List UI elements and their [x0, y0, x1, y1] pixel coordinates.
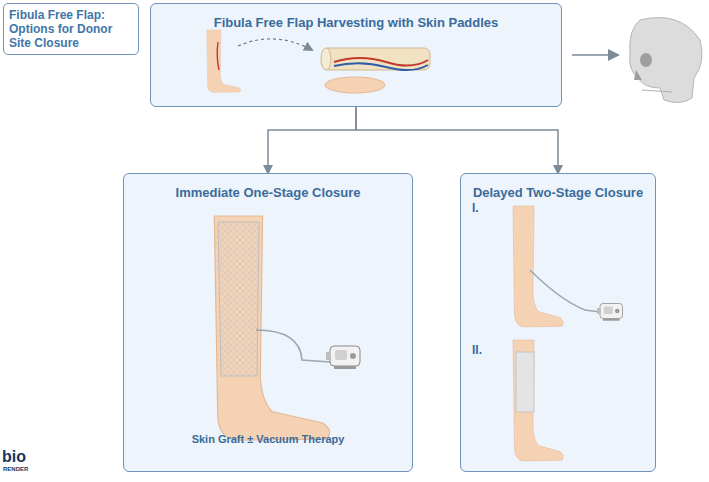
- watermark: RENDER: [3, 466, 28, 472]
- stage-number: I.: [472, 201, 479, 215]
- connector-arrow: [356, 107, 558, 173]
- box-caption: Skin Graft ± Vacuum Therapy: [192, 433, 345, 445]
- stage-number: II.: [472, 343, 482, 357]
- box-heading: Fibula Free Flap Harvesting with Skin Pa…: [208, 15, 505, 30]
- diagram-title: Fibula Free Flap: Options for Donor Site…: [3, 3, 139, 55]
- watermark: bio: [2, 448, 26, 466]
- connector-arrow: [268, 107, 356, 173]
- box-heading: Delayed Two-Stage Closure: [467, 185, 649, 200]
- box-heading: Immediate One-Stage Closure: [170, 185, 367, 200]
